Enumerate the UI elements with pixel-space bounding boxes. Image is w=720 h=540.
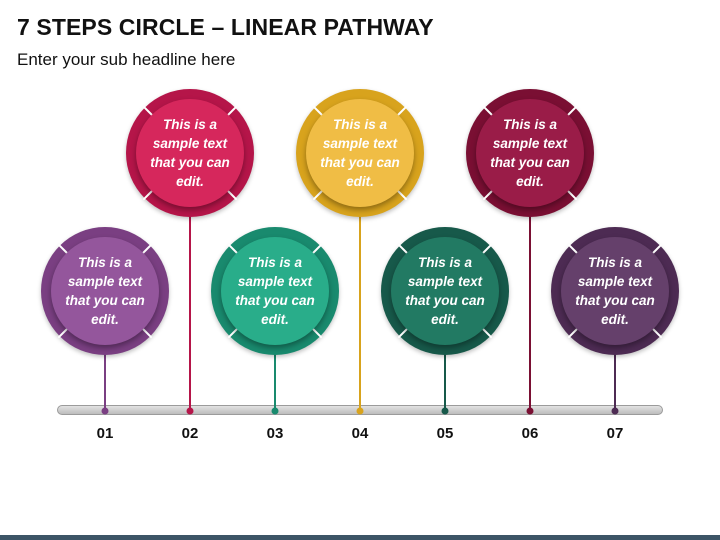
step-4-marker-dot (356, 407, 364, 415)
step-5-inner-disc: This is a sample text that you can edit. (391, 237, 499, 345)
step-4-number: 04 (351, 425, 369, 442)
step-3-text[interactable]: This is a sample text that you can edit. (235, 255, 315, 327)
step-3-marker-dot (271, 407, 279, 415)
step-1-circle: This is a sample text that you can edit. (41, 227, 169, 355)
page-subtitle: Enter your sub headline here (17, 50, 236, 69)
step-1-number: 01 (96, 425, 114, 442)
step-6-inner-disc: This is a sample text that you can edit. (476, 99, 584, 207)
step-3-connector-line (274, 351, 276, 411)
step-2-connector-line (189, 213, 191, 411)
step-6-text[interactable]: This is a sample text that you can edit. (490, 117, 570, 189)
step-7-marker-dot (611, 407, 619, 415)
step-5-number: 05 (436, 425, 454, 442)
step-6-circle: This is a sample text that you can edit. (466, 89, 594, 217)
step-6-number: 06 (521, 425, 539, 442)
step-1-marker-dot (101, 407, 109, 415)
step-2-inner-disc: This is a sample text that you can edit. (136, 99, 244, 207)
step-3-number: 03 (266, 425, 284, 442)
step-7-inner-disc: This is a sample text that you can edit. (561, 237, 669, 345)
step-7-number: 07 (606, 425, 624, 442)
step-6-connector-line (529, 213, 531, 411)
footer-bar (0, 535, 720, 540)
step-5-circle: This is a sample text that you can edit. (381, 227, 509, 355)
step-1-connector-line (104, 351, 106, 411)
step-2-text[interactable]: This is a sample text that you can edit. (150, 117, 230, 189)
step-7-text[interactable]: This is a sample text that you can edit. (575, 255, 655, 327)
step-4-connector-line (359, 213, 361, 411)
step-3-inner-disc: This is a sample text that you can edit. (221, 237, 329, 345)
step-5-marker-dot (441, 407, 449, 415)
step-1-inner-disc: This is a sample text that you can edit. (51, 237, 159, 345)
step-7-connector-line (614, 351, 616, 411)
step-1-text[interactable]: This is a sample text that you can edit. (65, 255, 145, 327)
step-4-text[interactable]: This is a sample text that you can edit. (320, 117, 400, 189)
step-2-number: 02 (181, 425, 199, 442)
step-5-connector-line (444, 351, 446, 411)
step-5-text[interactable]: This is a sample text that you can edit. (405, 255, 485, 327)
step-3-circle: This is a sample text that you can edit. (211, 227, 339, 355)
step-6-marker-dot (526, 407, 534, 415)
step-2-marker-dot (186, 407, 194, 415)
step-2-circle: This is a sample text that you can edit. (126, 89, 254, 217)
step-7-circle: This is a sample text that you can edit. (551, 227, 679, 355)
step-4-circle: This is a sample text that you can edit. (296, 89, 424, 217)
page-title: 7 STEPS CIRCLE – LINEAR PATHWAY (17, 14, 434, 40)
step-4-inner-disc: This is a sample text that you can edit. (306, 99, 414, 207)
